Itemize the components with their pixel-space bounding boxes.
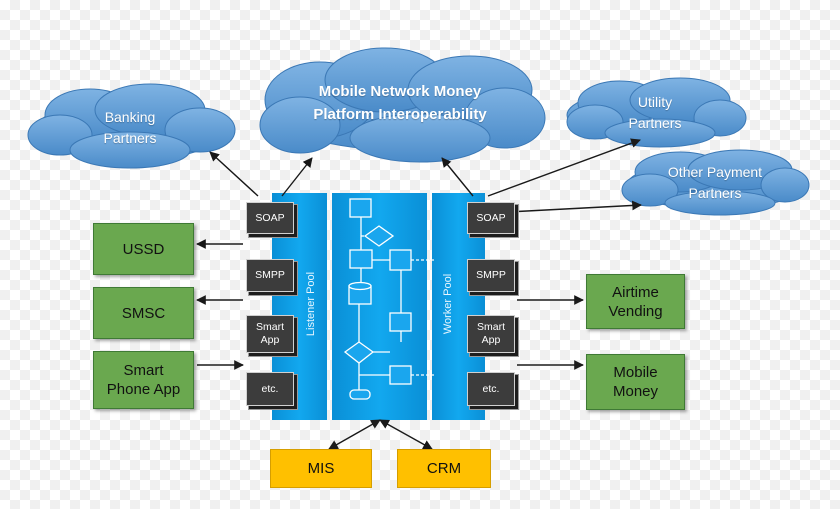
crm-box: CRM — [397, 449, 491, 488]
airtime-vending-box: Airtime Vending — [586, 274, 685, 329]
platform-cloud-label: Mobile Network Money Platform Interopera… — [313, 83, 487, 123]
worker-soap-box: SOAP — [467, 202, 515, 234]
worker-pool-label: Worker Pool — [442, 273, 454, 335]
banking-cloud — [27, 83, 236, 169]
listener-pool-label: Listener Pool — [305, 271, 317, 337]
ussd-box: USSD — [93, 223, 194, 275]
workflow-flowchart — [343, 198, 434, 400]
listener-smart-app-box: Smart App — [246, 315, 294, 353]
utility-cloud — [566, 77, 747, 148]
platform-cloud — [259, 47, 546, 163]
listener-soap-box: SOAP — [246, 202, 294, 234]
worker-etc-box: etc. — [467, 372, 515, 406]
worker-smpp-box: SMPP — [467, 259, 515, 292]
smart-phone-app-box: Smart Phone App — [93, 351, 194, 409]
smsc-box: SMSC — [93, 287, 194, 339]
worker-smart-app-box: Smart App — [467, 315, 515, 353]
connectors — [196, 138, 642, 450]
mobile-money-box: Mobile Money — [586, 354, 685, 410]
banking-partners-label: Banking Partners — [103, 109, 157, 146]
listener-smpp-box: SMPP — [246, 259, 294, 292]
listener-etc-box: etc. — [246, 372, 294, 406]
other-payment-partners-label: Other Payment Partners — [667, 164, 763, 201]
mis-box: MIS — [270, 449, 372, 488]
other-payment-cloud — [621, 149, 810, 216]
utility-partners-label: Utility Partners — [628, 94, 682, 131]
